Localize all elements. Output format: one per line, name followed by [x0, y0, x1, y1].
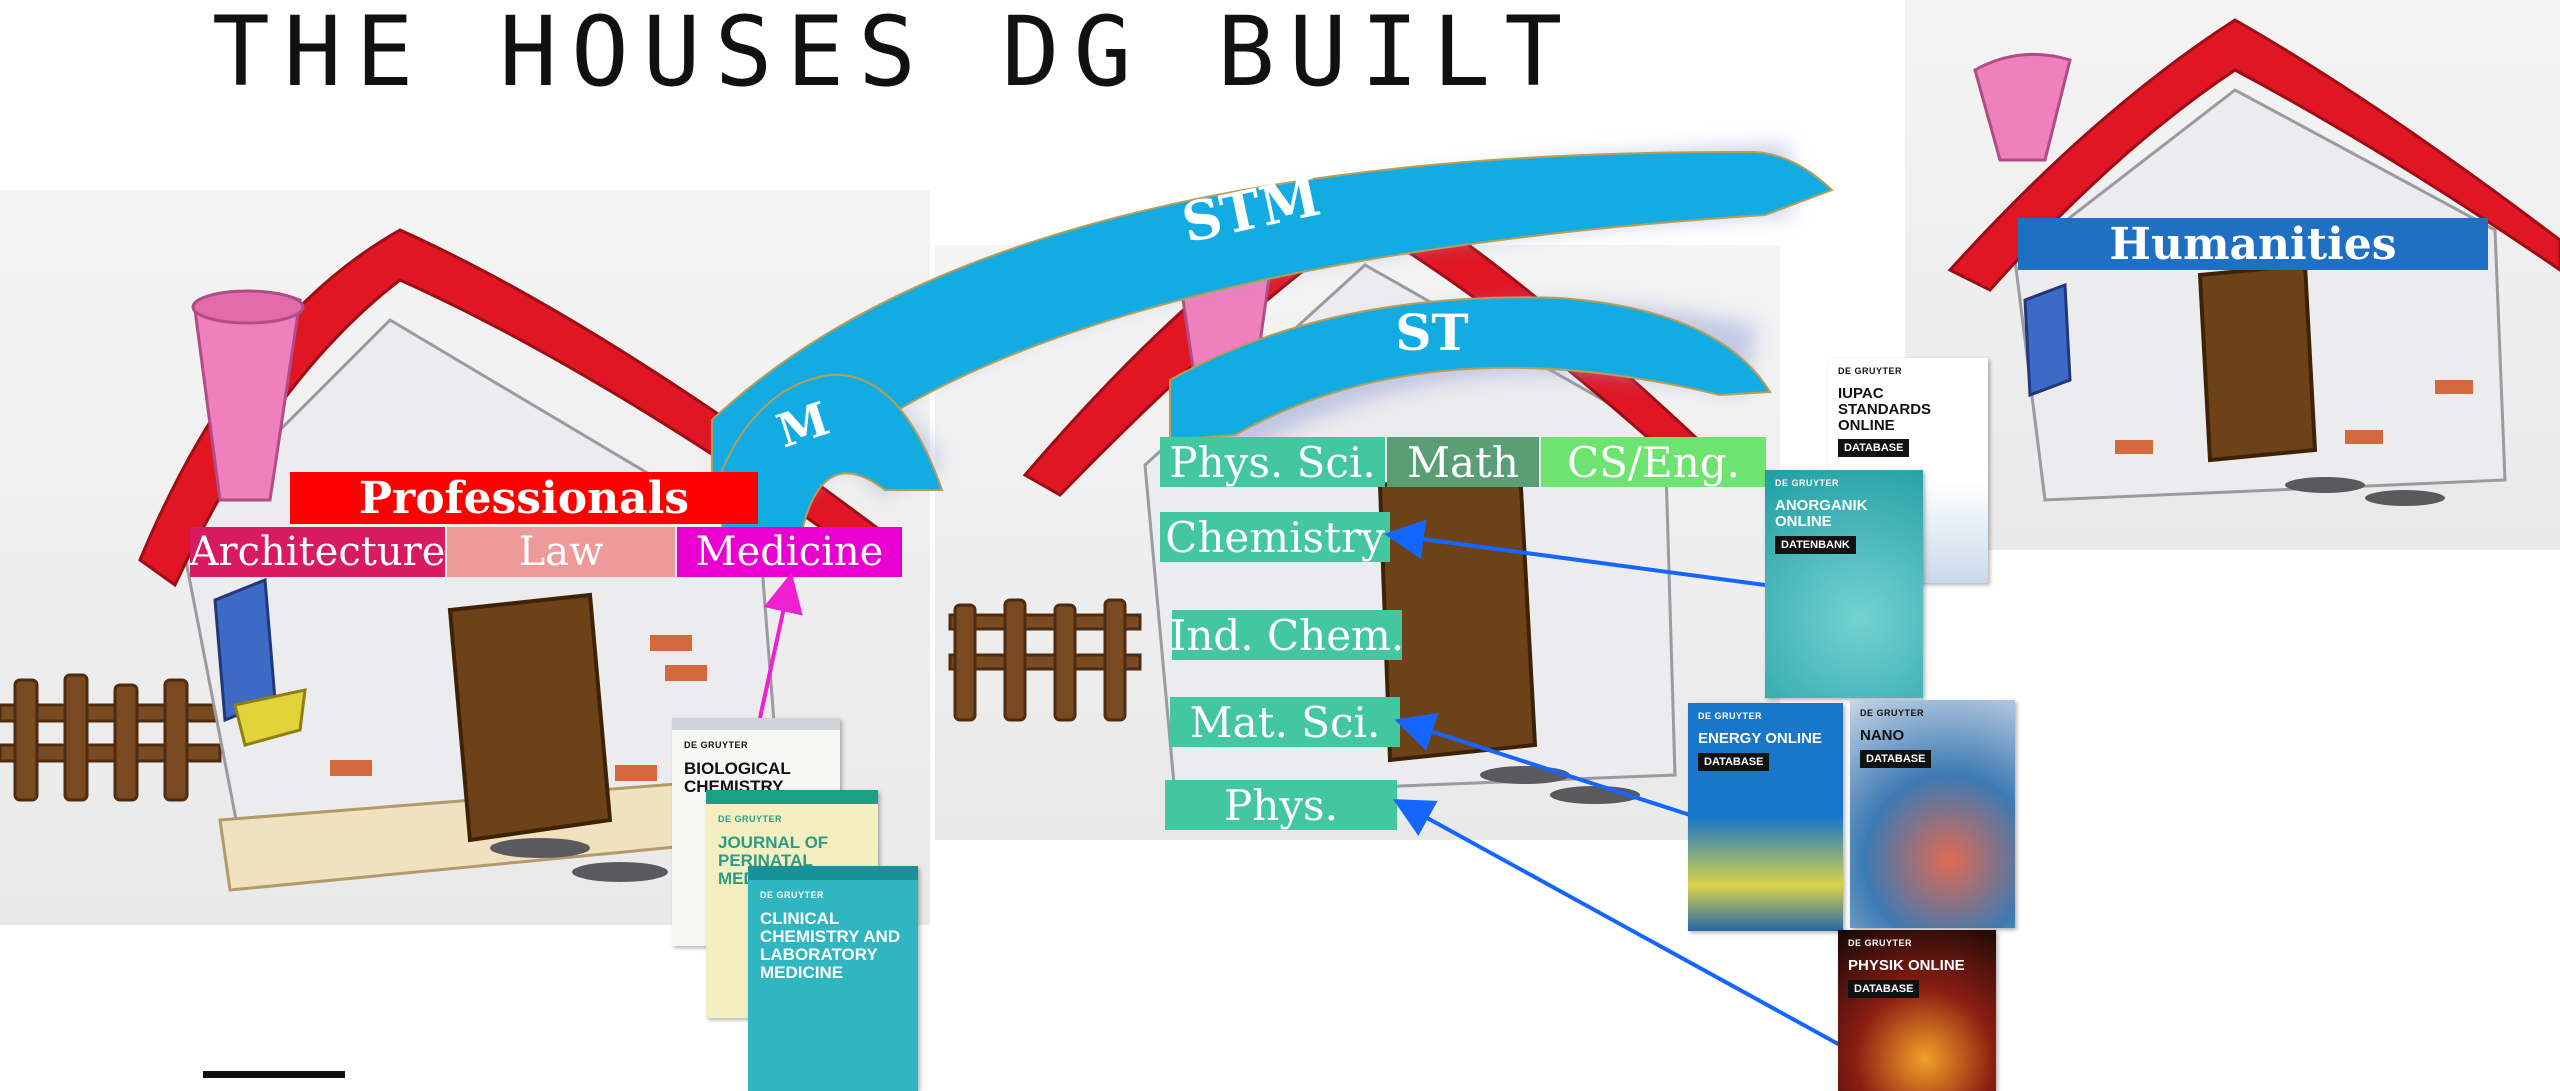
cover-title: NANO — [1860, 727, 1905, 744]
professionals-heading: Professionals — [290, 472, 758, 524]
page-title: THE HOUSES DG BUILT — [212, 0, 1577, 108]
cover-badge: DATABASE — [1860, 749, 1932, 768]
window — [2023, 282, 2072, 398]
cover-publisher: DE GRUYTER — [1860, 708, 1925, 718]
cover-publisher: DE GRUYTER — [1848, 938, 1913, 948]
subject-math: Math — [1387, 437, 1539, 487]
subject-mat-sci: Mat. Sci. — [1170, 697, 1400, 747]
cover-title: IUPAC STANDARDS ONLINE — [1838, 385, 1932, 434]
cover-title: PHYSIK ONLINE — [1848, 957, 1965, 974]
subject-cs-eng: CS/Eng. — [1541, 437, 1766, 487]
cover-publisher: DE GRUYTER — [1838, 366, 1903, 376]
right-house-illustration — [1947, 18, 2560, 506]
subject-medicine: Medicine — [677, 527, 902, 577]
cover-publisher: DE GRUYTER — [684, 740, 749, 750]
subject-chemistry: Chemistry — [1160, 512, 1390, 562]
cover-badge: DATABASE — [1848, 979, 1920, 998]
stm-arc — [711, 150, 1834, 506]
cover-publisher: DE GRUYTER — [718, 814, 783, 824]
roof — [1947, 18, 2560, 292]
window-box — [233, 688, 307, 747]
arrow-biochem-to-medicine — [758, 572, 803, 719]
cover-title: CLINICAL CHEMISTRY AND LABORATORY MEDICI… — [760, 909, 901, 982]
cover-badge: DATABASE — [1698, 752, 1770, 771]
cover-title: ANORGANIK ONLINE — [1775, 497, 1868, 530]
fence — [948, 598, 1142, 722]
cover-energy-online: DE GRUYTER ENERGY ONLINE DATABASE — [1688, 703, 1843, 931]
subject-architecture: Architecture — [189, 527, 446, 577]
bricks — [330, 635, 707, 781]
subject-phys: Phys. — [1165, 780, 1397, 830]
arrow-energy-to-mat-sci — [1394, 712, 1691, 817]
cover-publisher: DE GRUYTER — [760, 890, 825, 900]
cover-publisher: DE GRUYTER — [1775, 478, 1840, 488]
bricks — [2115, 380, 2473, 454]
arrow-physik-to-phys — [1392, 799, 1841, 1047]
st-arc-label: ST — [1395, 303, 1468, 362]
subject-ind-chem: Ind. Chem. — [1169, 610, 1405, 660]
door — [447, 592, 613, 843]
cover-clinical-chemistry: DE GRUYTER CLINICAL CHEMISTRY AND LABORA… — [748, 866, 918, 1091]
left-house-illustration — [0, 228, 883, 902]
cover-title: ENERGY ONLINE — [1698, 730, 1822, 747]
cover-physik-online: DE GRUYTER PHYSIK ONLINE DATABASE — [1838, 930, 1996, 1091]
humanities-heading: Humanities — [2018, 218, 2488, 270]
cover-nano: DE GRUYTER NANO DATABASE — [1850, 700, 2015, 928]
cover-publisher: DE GRUYTER — [1698, 711, 1763, 721]
cover-badge: DATENBANK — [1775, 535, 1856, 554]
stepping-stones — [2285, 477, 2445, 506]
bottom-rule — [203, 1071, 345, 1078]
chimney — [1973, 52, 2072, 162]
m-arc — [721, 373, 944, 541]
cover-anorganik-online: DE GRUYTER ANORGANIK ONLINE DATENBANK — [1765, 470, 1923, 698]
st-arc — [1169, 296, 1772, 442]
arrow-anorganik-to-chemistry — [1384, 519, 1766, 587]
subject-phys-sci: Phys. Sci. — [1160, 437, 1385, 487]
cover-badge: DATABASE — [1838, 439, 1910, 458]
subject-law: Law — [447, 527, 675, 577]
